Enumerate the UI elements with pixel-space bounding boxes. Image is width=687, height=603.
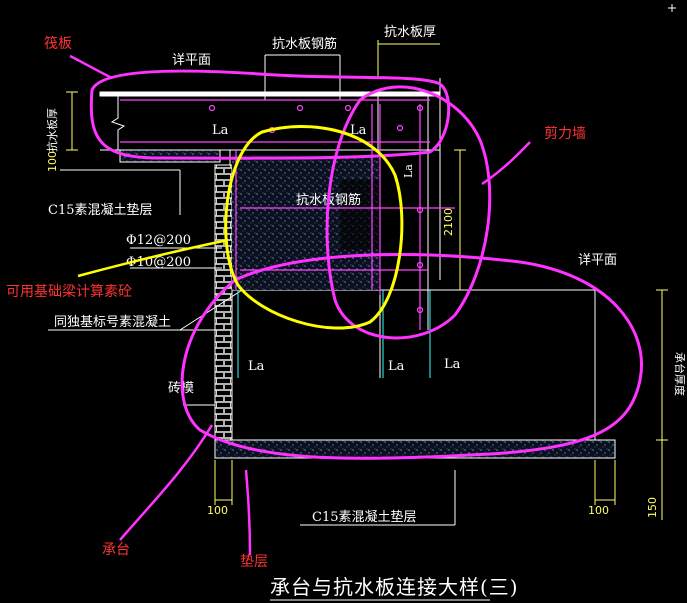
annotation-leaders [69, 54, 531, 556]
la-label-2: La [350, 123, 367, 138]
pile-cap-outline [180, 253, 643, 460]
label-waterproof-thickness-left: 抗水板厚 [45, 108, 59, 152]
dim-100-left: 100 [207, 504, 228, 517]
annotation-shear-wall: 剪力墙 [544, 126, 586, 142]
la-label-6: La [444, 357, 461, 372]
annotation-pile-cap: 承台 [102, 542, 130, 558]
label-waterproof-rebar: 抗水板钢筋 [272, 36, 337, 52]
structure-lines [48, 54, 616, 526]
shear-wall-outline [325, 85, 492, 340]
dim-100-right: 100 [588, 504, 609, 517]
dim-100-top: 100 [46, 151, 59, 172]
label-same-grade-concrete: 同独基标号素混凝土 [54, 314, 171, 330]
label-see-plan-top: 详平面 [172, 53, 211, 68]
raft-slab-outline [89, 69, 451, 160]
la-label-4: La [248, 359, 265, 374]
annotation-raft-slab: 筏板 [44, 35, 72, 52]
annotation-usable-concrete: 可用基础梁计算素砼 [6, 283, 132, 300]
dim-150: 150 [646, 497, 659, 518]
label-c15-lower: C15素混凝土垫层 [312, 509, 417, 525]
dim-2100: 2100 [442, 208, 455, 236]
label-see-plan-right: 详平面 [578, 253, 617, 268]
drawing-title: 承台与抗水板连接大样(三) [270, 575, 519, 599]
la-label-5: La [388, 359, 405, 374]
annotation-cushion: 垫层 [240, 554, 268, 570]
dimension-lines [66, 40, 668, 520]
label-cap-thickness: 承台厚度 [673, 352, 687, 396]
la-label-1: La [212, 123, 229, 138]
usable-concrete-outline [224, 125, 404, 330]
label-rebar-1: Φ12@200 [126, 233, 191, 248]
label-waterproof-thickness: 抗水板厚 [384, 25, 436, 40]
label-rebar-2: Φ10@200 [126, 255, 191, 270]
label-c15-upper: C15素混凝土垫层 [48, 202, 153, 218]
la-label-3: La [402, 164, 415, 178]
